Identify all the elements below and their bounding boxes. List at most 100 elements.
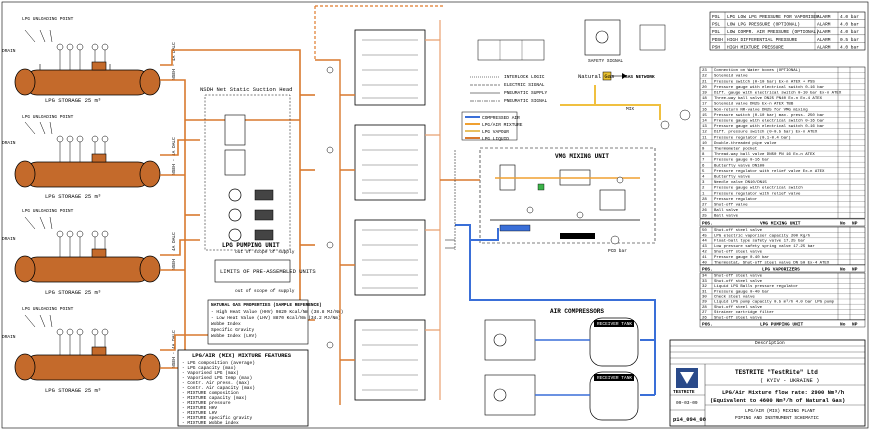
parts-description: Shut-off valve <box>714 203 748 208</box>
pumping-unit: NSDH Net Static Suction Head LPG PUMPING… <box>200 86 316 294</box>
feature-line: - MIXTURE LHV <box>182 410 217 416</box>
parts-description: Non-return NR-valve DN25 for VMG mixing <box>714 107 808 112</box>
company-city: ( KYIV - UKRAINE ) <box>760 377 819 384</box>
parts-pos: 12 <box>702 131 707 135</box>
feature-line: - Vaporised LPG temp (max) <box>182 375 252 381</box>
alarm-desc: HIGH MIXTURE PRESSURE <box>727 44 784 50</box>
parts-description: Pressure gauge with electrical switch <box>714 186 803 191</box>
parts-description: Pressure regulator with relief valve Ex-… <box>714 169 825 174</box>
features-title: LPG/AIR (MIX) MIXTURE FEATURES <box>192 352 292 359</box>
parts-pos: 23 <box>702 69 707 73</box>
title-line-2: (Equivalent to 4600 Nm³/h of Natural Gas… <box>710 397 845 404</box>
parts-description: Shut-off steel valve <box>714 279 763 284</box>
parts-pos: 41 <box>702 256 707 260</box>
alarm-value: 4.0 bar <box>840 22 859 28</box>
parts-header-np: NP <box>852 267 858 273</box>
tank-3-drain: DRAIN <box>2 236 16 242</box>
gas-props-title: NATURAL GAS PROPERTIES (SAMPLE REFERENCE… <box>211 302 322 308</box>
alarm-type: ALARM <box>817 37 831 43</box>
parts-pos: 32 <box>702 285 707 289</box>
alarm-tag: PSH <box>712 44 720 50</box>
parts-pos: 43 <box>702 245 707 249</box>
parts-description: Double-threaded pipe valve <box>714 141 777 146</box>
parts-pos: 28 <box>702 198 707 202</box>
parts-header-pos: POS. <box>702 221 713 227</box>
parts-pos: 33 <box>702 280 707 284</box>
parts-pos: 6 <box>702 164 705 168</box>
feature-line: - MIXTURE HHV <box>182 405 217 411</box>
parts-table-frame <box>699 272 866 321</box>
vmix-title: VMG MIXING UNIT <box>555 153 609 160</box>
parts-pos: 45 <box>702 234 707 238</box>
receiver-tank-2: RECEIVER TANK <box>597 375 632 381</box>
title-block: Description TESTRITE 09-03-09 p14_094_08… <box>669 339 866 427</box>
parts-pos: 14 <box>702 120 707 124</box>
parts-description: Pressure gauge with electrical switch 0-… <box>714 119 825 124</box>
mix-label: MIX <box>626 106 634 112</box>
safety-signal-label: SAFETY SIGNAL <box>588 58 623 64</box>
alarm-desc: LPG LOW LPG PRESSURE FOR VAPORISER <box>727 14 819 20</box>
parts-description: Pressure gauge 0-40 bar <box>714 289 770 294</box>
parts-description: Thermometer pocket <box>714 147 757 152</box>
parts-pos: 5 <box>702 170 705 174</box>
legend-item: PNEUMATIC SUPPLY <box>504 90 548 96</box>
pump-scope: out of scope of supply <box>235 249 295 255</box>
pump-title: LPG PUMPING UNIT <box>222 242 280 249</box>
parts-description: Connection on Water boxes (OPTIONAL) <box>714 68 800 73</box>
company-name: TESTRITE "TestRite" Ltd <box>735 369 818 376</box>
parts-description: Pressure gauge with electrical switch 0-… <box>714 85 825 90</box>
parts-pos: 1 <box>702 192 705 196</box>
parts-header-no: No <box>840 322 846 328</box>
parts-description: Low pressure safety spring valve 17.25 b… <box>714 244 815 249</box>
parts-pos: 31 <box>702 290 707 294</box>
parts-description: Pressure regulator with relief valve <box>714 191 801 196</box>
parts-header-pos: POS. <box>702 267 713 273</box>
pipe-tag-1: NSEH - 4A DALC <box>171 42 177 80</box>
parts-description: LPG electric vaporiser capacity 200 Kg/h <box>714 233 811 238</box>
tank-1-unloading: LPG UNLOADING POINT <box>22 16 74 22</box>
drawing-date: 09-03-09 <box>676 400 698 406</box>
parts-header-np: NP <box>852 322 858 328</box>
parts-pos: 27 <box>702 204 707 208</box>
drawing-number: p14_094_08 <box>673 416 707 423</box>
parts-pos: 22 <box>702 75 707 79</box>
gas-prop-line: Wobbe Index (LHV) <box>211 333 257 339</box>
parts-description: Needle valve DN10/DN15 <box>714 180 767 185</box>
alarm-tag: PSL <box>712 22 720 28</box>
gas-prop-line: Wobbe Index <box>211 321 241 327</box>
legend-color-item: COMPRESSED AIR <box>482 115 520 121</box>
pipe-tag-3: NSEH - 4A DALC <box>171 232 177 270</box>
parts-pos: 17 <box>702 103 707 107</box>
parts-pos: 27 <box>702 311 707 315</box>
parts-pos: 50 <box>702 229 707 233</box>
tank-1-label: LPG STORAGE 25 m³ <box>45 97 101 104</box>
parts-description: Check steel valve <box>714 295 755 300</box>
alarm-tag: PSL <box>712 14 720 20</box>
vmix-unit: VMG MIXING UNIT PCD bar <box>479 147 656 254</box>
parts-description: Liquid LPG Balls pressure regulator <box>714 284 799 289</box>
tank-3-unloading: LPG UNLOADING POINT <box>22 208 74 214</box>
parts-section-title: VMG MIXING UNIT <box>760 221 801 227</box>
parts-header-pos: POS. <box>702 322 713 328</box>
air-compressors: AIR COMPRESSORS RECEIVER TANK RECEIVER T… <box>484 308 639 421</box>
parts-description: Diff. pressure switch (0-0.5 bar) Ex-n A… <box>714 130 818 135</box>
gas-properties: NATURAL GAS PROPERTIES (SAMPLE REFERENCE… <box>207 299 343 345</box>
natural-gas-label: Natural Gas <box>578 73 614 80</box>
parts-description: Pressure switch (0-10 bar) Ex-n ATEX + P… <box>714 79 815 84</box>
feature-line: - MIXTURE composition <box>182 390 239 396</box>
tank-4-label: LPG STORAGE 25 m³ <box>45 387 101 394</box>
parts-description: Float-ball type safety valve 17.25 bar <box>714 239 806 244</box>
parts-description: Ball valve <box>714 208 739 213</box>
parts-list-vmix: 23 Connection on Water boxes (OPTIONAL) 22… <box>699 66 866 219</box>
alarms-table: PSL LPG LOW LPG PRESSURE FOR VAPORISER A… <box>709 11 866 50</box>
alarm-type: ALARM <box>817 14 831 20</box>
parts-description: Shut-off steel valve <box>714 250 763 255</box>
feature-line: - MIXTURE Wobbe index <box>182 420 239 426</box>
pipe-tag-4: NSEH - 4A DALC <box>171 330 177 368</box>
tank-1: LPG STORAGE 25 m³ DRAIN <box>2 29 161 104</box>
feature-line: - Contr. Air press. (max) <box>182 380 250 386</box>
parts-pos: 8 <box>702 153 705 157</box>
